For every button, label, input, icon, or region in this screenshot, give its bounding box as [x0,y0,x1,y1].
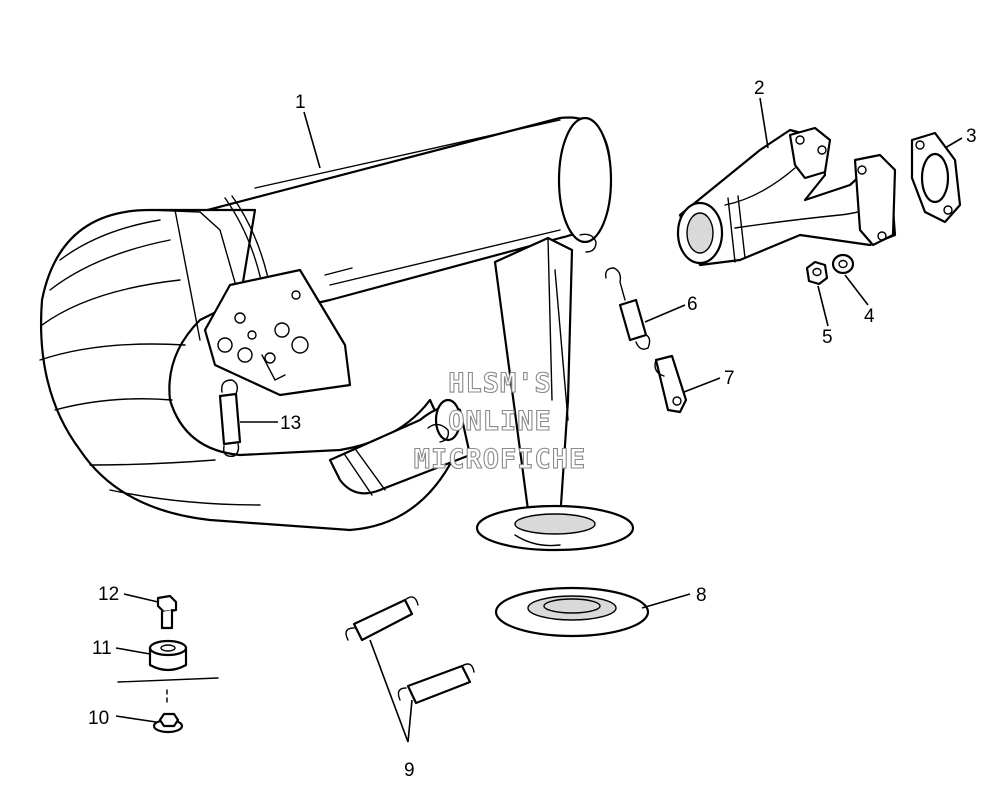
part-10-flange-nut [152,712,184,734]
part-12-bolt [156,594,178,630]
part-3-gasket [910,131,962,224]
part-9-springs [345,596,475,705]
leader-2 [759,97,769,149]
callout-10: 10 [88,708,109,729]
leader-6 [644,304,686,323]
callout-8: 8 [696,585,707,606]
leader-lines [115,97,963,743]
callout-4: 4 [864,306,875,327]
callout-1: 1 [295,92,306,113]
leader-1 [303,111,321,169]
watermark: HLSM'S ONLINE MICROFICHE [413,367,587,475]
callout-labels: 1 2 3 4 5 6 7 8 9 10 11 12 13 [88,78,977,781]
leader-7 [683,377,721,393]
callout-13: 13 [280,413,301,434]
leader-4 [844,274,869,306]
callout-6: 6 [687,294,698,315]
part-4-washer [831,253,855,275]
watermark-line-3: MICROFICHE [414,444,587,475]
part-13-spring [218,379,242,457]
part-1-muffler [39,116,635,552]
callout-5: 5 [822,327,833,348]
callout-12: 12 [98,584,119,605]
watermark-line-2: ONLINE [448,406,552,437]
part-8-grommet [494,586,650,638]
leader-10 [115,715,157,723]
leader-9a [369,639,409,743]
leader-8 [641,593,691,609]
callout-3: 3 [966,126,977,147]
part-5-nut [805,260,829,286]
leader-3 [944,137,963,149]
leader-12 [123,593,159,603]
part-2-y-manifold [676,126,897,267]
part-7-clamp-bracket [654,354,688,414]
part-11-bushing [117,639,219,705]
part-6-spring [604,267,651,350]
callout-2: 2 [754,78,765,99]
leader-9b [407,699,413,743]
leader-11 [115,647,151,655]
watermark-line-1: HLSM'S [448,368,552,399]
callout-11: 11 [92,638,112,659]
callout-9: 9 [404,760,415,781]
leader-5 [817,285,829,327]
callout-7: 7 [724,368,735,389]
